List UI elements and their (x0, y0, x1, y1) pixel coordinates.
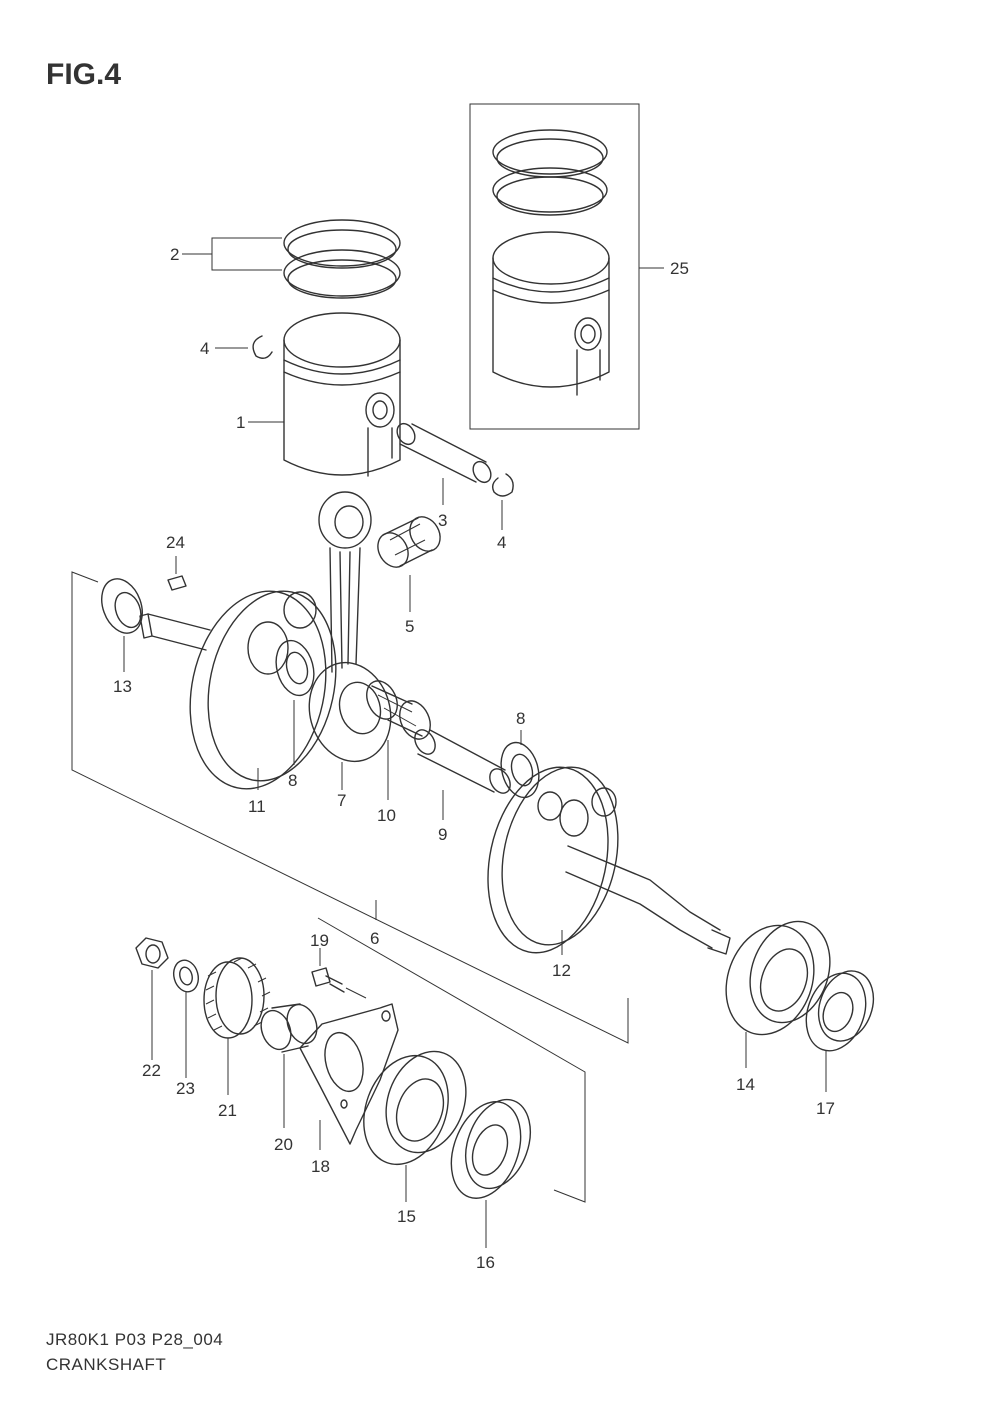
callout-4-lower: 4 (497, 533, 506, 552)
callout-21: 21 (218, 1101, 237, 1120)
callout-labels: 1 2 3 4 4 5 6 7 8 8 9 10 11 12 13 14 15 … (113, 245, 835, 1272)
callout-17: 17 (816, 1099, 835, 1118)
callout-5: 5 (405, 617, 414, 636)
callout-18: 18 (311, 1157, 330, 1176)
callout-8-right: 8 (516, 709, 525, 728)
bearing-retainer-plate (299, 1003, 399, 1150)
drawing-code: JR80K1 P03 P28_004 (46, 1330, 224, 1349)
piston-pin-clip-lower (491, 473, 514, 530)
callout-10: 10 (377, 806, 396, 825)
drawing-name: CRANKSHAFT (46, 1355, 167, 1374)
thrust-washer-right (500, 730, 540, 799)
spacer (260, 1003, 318, 1128)
piston-kit-piston (492, 231, 610, 396)
washer (172, 959, 200, 1078)
piston-pin (396, 422, 492, 505)
retainer-bolt (311, 948, 367, 999)
callout-4-upper: 4 (200, 339, 209, 358)
figure-title: FIG.4 (46, 58, 122, 91)
left-crank-half (139, 590, 337, 790)
callout-13: 13 (113, 677, 132, 696)
connecting-rod (308, 491, 392, 790)
callout-24: 24 (166, 533, 185, 552)
right-crank-half (487, 766, 731, 955)
callout-2: 2 (170, 245, 179, 264)
callout-12: 12 (552, 961, 571, 980)
left-oil-seal (101, 578, 143, 672)
piston-rings (182, 219, 401, 299)
thrust-washer-left (275, 639, 315, 765)
callout-22: 22 (142, 1061, 161, 1080)
callout-11: 11 (248, 797, 266, 816)
piston-kit-box (469, 103, 664, 430)
callout-14: 14 (736, 1075, 755, 1094)
small-end-bearing (377, 516, 441, 612)
left-main-bearing (363, 1050, 467, 1202)
crank-pin (414, 729, 511, 820)
crankshaft-nut (135, 937, 169, 1060)
callout-9: 9 (438, 825, 447, 844)
right-oil-seal (805, 970, 875, 1092)
big-end-bearing (366, 680, 431, 800)
piston-pin-clip-upper (215, 335, 273, 359)
callout-19: 19 (310, 931, 329, 950)
callout-23: 23 (176, 1079, 195, 1098)
callout-8-left: 8 (288, 771, 297, 790)
callout-20: 20 (274, 1135, 293, 1154)
callout-6: 6 (370, 929, 379, 948)
crankshaft-assembly-bracket (71, 571, 629, 1044)
callout-7: 7 (337, 791, 346, 810)
callout-1: 1 (236, 413, 245, 432)
woodruff-key (167, 556, 187, 591)
callout-15: 15 (397, 1207, 416, 1226)
left-oil-seal-outer (450, 1098, 531, 1248)
piston (248, 312, 401, 477)
piston-kit-rings (492, 129, 608, 216)
crankshaft-gear (203, 957, 271, 1095)
right-main-bearing (725, 920, 831, 1068)
callout-3: 3 (438, 511, 447, 530)
lower-assembly-bracket (317, 917, 586, 1203)
callout-16: 16 (476, 1253, 495, 1272)
callout-25: 25 (670, 259, 689, 278)
